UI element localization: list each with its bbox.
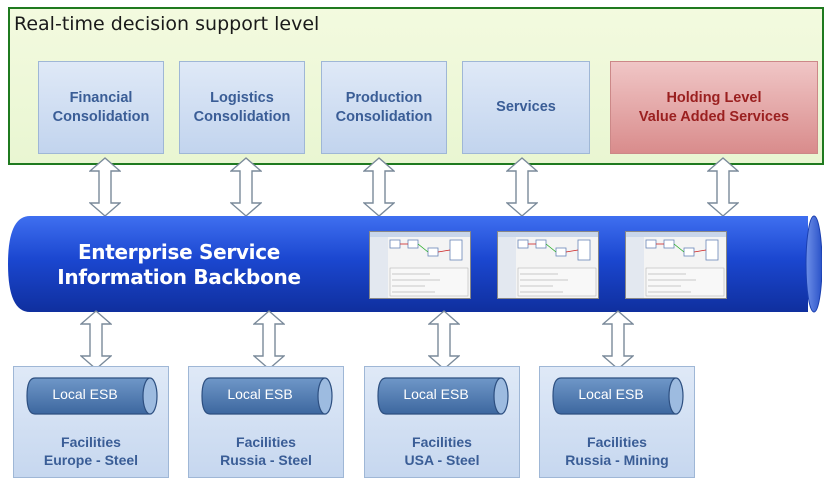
decision-support-title: Real-time decision support level [14,13,320,35]
production-consolidation-box: Production Consolidation [321,61,447,154]
facility-box-russia-steel: Local ESB Facilities Russia - Steel [188,366,344,478]
services-box: Services [462,61,590,154]
double-arrow-icon [602,310,634,370]
double-arrow-icon [253,310,285,370]
facility-label: Facilities Europe - Steel [43,434,139,469]
workflow-screenshot-thumbnail [497,231,599,299]
local-esb-cylinder [26,377,158,415]
local-esb-label: Local ESB [227,386,293,402]
double-arrow-icon [230,157,262,217]
local-esb-label: Local ESB [403,386,469,402]
double-arrow-icon [80,310,112,370]
local-esb-label: Local ESB [52,386,118,402]
double-arrow-icon [428,310,460,370]
facility-label: Facilities Russia - Steel [220,434,312,469]
local-esb-cylinder [552,377,684,415]
facility-box-russia-mining: Local ESB Facilities Russia - Mining [539,366,695,478]
double-arrow-icon [506,157,538,217]
logistics-consolidation-box: Logistics Consolidation [179,61,305,154]
facility-box-usa-steel: Local ESB Facilities USA - Steel [364,366,520,478]
holding-level-box: Holding Level Value Added Services [610,61,818,154]
local-esb-cylinder [377,377,509,415]
facility-label: Facilities USA - Steel [404,434,480,469]
workflow-screenshot-thumbnail [625,231,727,299]
double-arrow-icon [363,157,395,217]
local-esb-cylinder [201,377,333,415]
financial-consolidation-box: Financial Consolidation [38,61,164,154]
double-arrow-icon [707,157,739,217]
backbone-label: Enterprise Service Information Backbone [57,240,301,289]
facility-box-europe-steel: Local ESB Facilities Europe - Steel [13,366,169,478]
double-arrow-icon [89,157,121,217]
facility-label: Facilities Russia - Mining [565,434,669,469]
workflow-screenshot-thumbnail [369,231,471,299]
local-esb-label: Local ESB [578,386,644,402]
